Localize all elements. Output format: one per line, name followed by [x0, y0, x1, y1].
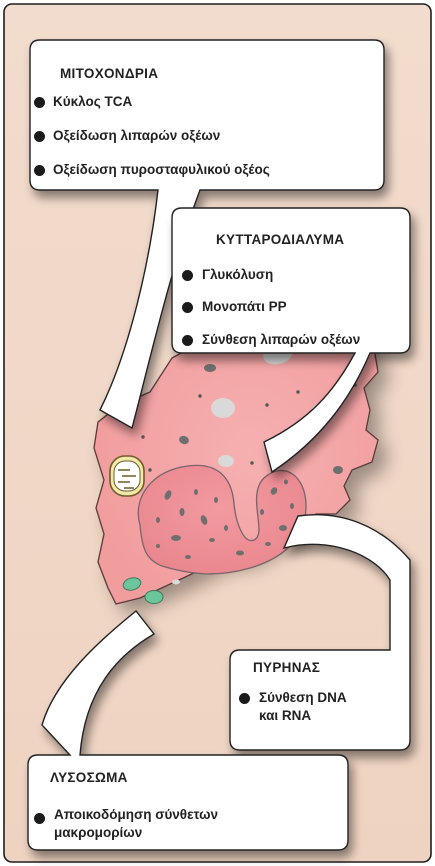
nucleus-item: και RNA [259, 707, 311, 725]
cytosol-box: ΚΥΤΤΑΡΟΔΙΑΛΥΜΑ Γλυκόλυση Μονοπάτι PP Σύν… [172, 208, 410, 353]
cytosol-title: ΚΥΤΤΑΡΟΔΙΑΛΥΜΑ [216, 232, 344, 247]
lysosome-title: ΛΥΣΟΣΩΜΑ [50, 770, 128, 785]
bullet-icon [34, 165, 45, 176]
mitochondria-title: ΜΙΤΟΧΟΝΔΡΙΑ [60, 66, 158, 81]
lysosome-box: ΛΥΣΟΣΩΜΑ Αποικοδόμηση σύνθετων μακρομορί… [28, 755, 348, 850]
cytosol-item: Σύνθεση λιπαρών οξέων [202, 331, 360, 349]
lysosome-item: Αποικοδόμηση σύνθετων [54, 806, 218, 824]
bullet-icon [182, 302, 193, 313]
bullet-icon [34, 813, 45, 824]
mitochondria-item: Οξείδωση πυροσταφυλικού οξέος [53, 161, 270, 179]
mitochondria-box: ΜΙΤΟΧΟΝΔΡΙΑ Κύκλος TCA Οξείδωση λιπαρών … [30, 40, 384, 190]
lysosome-item: μακρομορίων [54, 824, 142, 842]
bullet-icon [182, 270, 193, 281]
mitochondria-item: Κύκλος TCA [53, 93, 132, 111]
mitochondrion [110, 456, 144, 496]
bullet-icon [34, 131, 45, 142]
nucleus-title: ΠΥΡΗΝΑΣ [253, 660, 320, 675]
nucleus-box: ΠΥΡΗΝΑΣ Σύνθεση DNA και RNA [230, 650, 410, 750]
bullet-icon [34, 97, 45, 108]
bullet-icon [182, 335, 193, 346]
cytosol-item: Γλυκόλυση [202, 266, 273, 284]
bullet-icon [239, 693, 250, 704]
mitochondria-item: Οξείδωση λιπαρών οξέων [53, 127, 220, 145]
cytosol-item: Μονοπάτι PP [202, 298, 287, 316]
nucleus-item: Σύνθεση DNA [259, 689, 347, 707]
